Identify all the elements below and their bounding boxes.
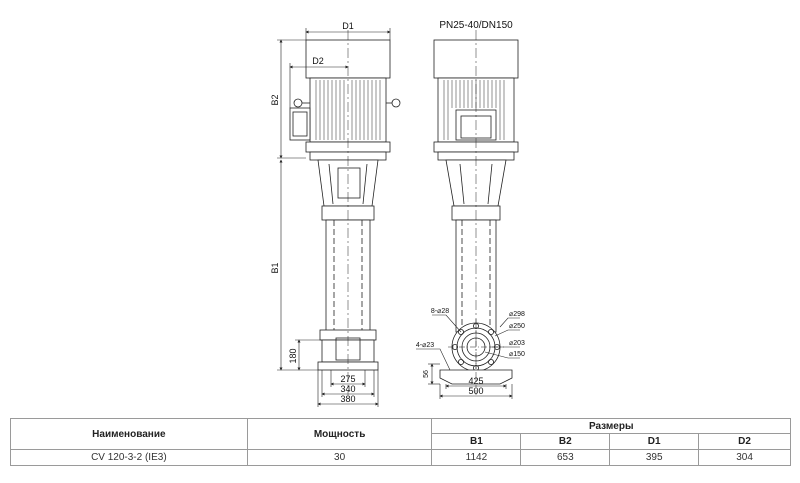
dia-150-label: ⌀150 [509,351,525,358]
dim-425-label: 425 [468,376,483,386]
front-view-dimensions [277,28,391,407]
dim-b1-label: B1 [270,262,280,273]
header-d1: D1 [609,433,700,450]
front-view-labels: D1 D2 B2 B1 180 275 340 380 [270,21,356,404]
side-view-labels: PN25-40/DN150 8-⌀28 4-⌀23 ⌀298 ⌀250 ⌀203… [416,20,525,396]
dia-203-label: ⌀203 [509,340,525,347]
header-d2: D2 [698,433,791,450]
header-name: Наименование [10,418,248,450]
dia-298-label: ⌀298 [509,311,525,318]
dim-500-label: 500 [468,386,483,396]
dim-b2-label: B2 [270,94,280,105]
table-row: CV 120-3-2 (IE3) 30 1142 653 395 304 [10,449,791,466]
cell-b2: 653 [520,449,611,466]
pump-dimension-drawing: D1 D2 B2 B1 180 275 340 380 [270,20,525,407]
cell-power: 30 [246,449,433,466]
dim-340-label: 340 [340,384,355,394]
bolts-base-label: 4-⌀23 [416,342,434,349]
dim-56-label: 56 [423,370,430,378]
cell-d2: 304 [698,449,791,466]
cell-name: CV 120-3-2 (IE3) [10,449,248,466]
dim-275-label: 275 [340,374,355,384]
dia-250-label: ⌀250 [509,323,525,330]
pressure-class-label: PN25-40/DN150 [439,20,513,31]
dimensions-table: Наименование Мощность Размеры B1 B2 D1 D… [10,418,791,466]
dim-d2-label: D2 [312,56,324,66]
cell-b1: 1142 [431,449,522,466]
dim-180-label: 180 [288,348,298,363]
side-view-dimensions [416,314,520,399]
dim-380-label: 380 [340,394,355,404]
header-power: Мощность [246,418,433,450]
cell-d1: 395 [609,449,700,466]
bolts-main-label: 8-⌀28 [431,308,449,315]
front-view [289,30,401,395]
header-dimensions: Размеры [431,418,791,434]
motor-fins [315,80,381,140]
dim-d1-label: D1 [342,21,354,31]
header-b1: B1 [431,433,522,450]
header-b2: B2 [520,433,611,450]
side-view [433,30,519,395]
